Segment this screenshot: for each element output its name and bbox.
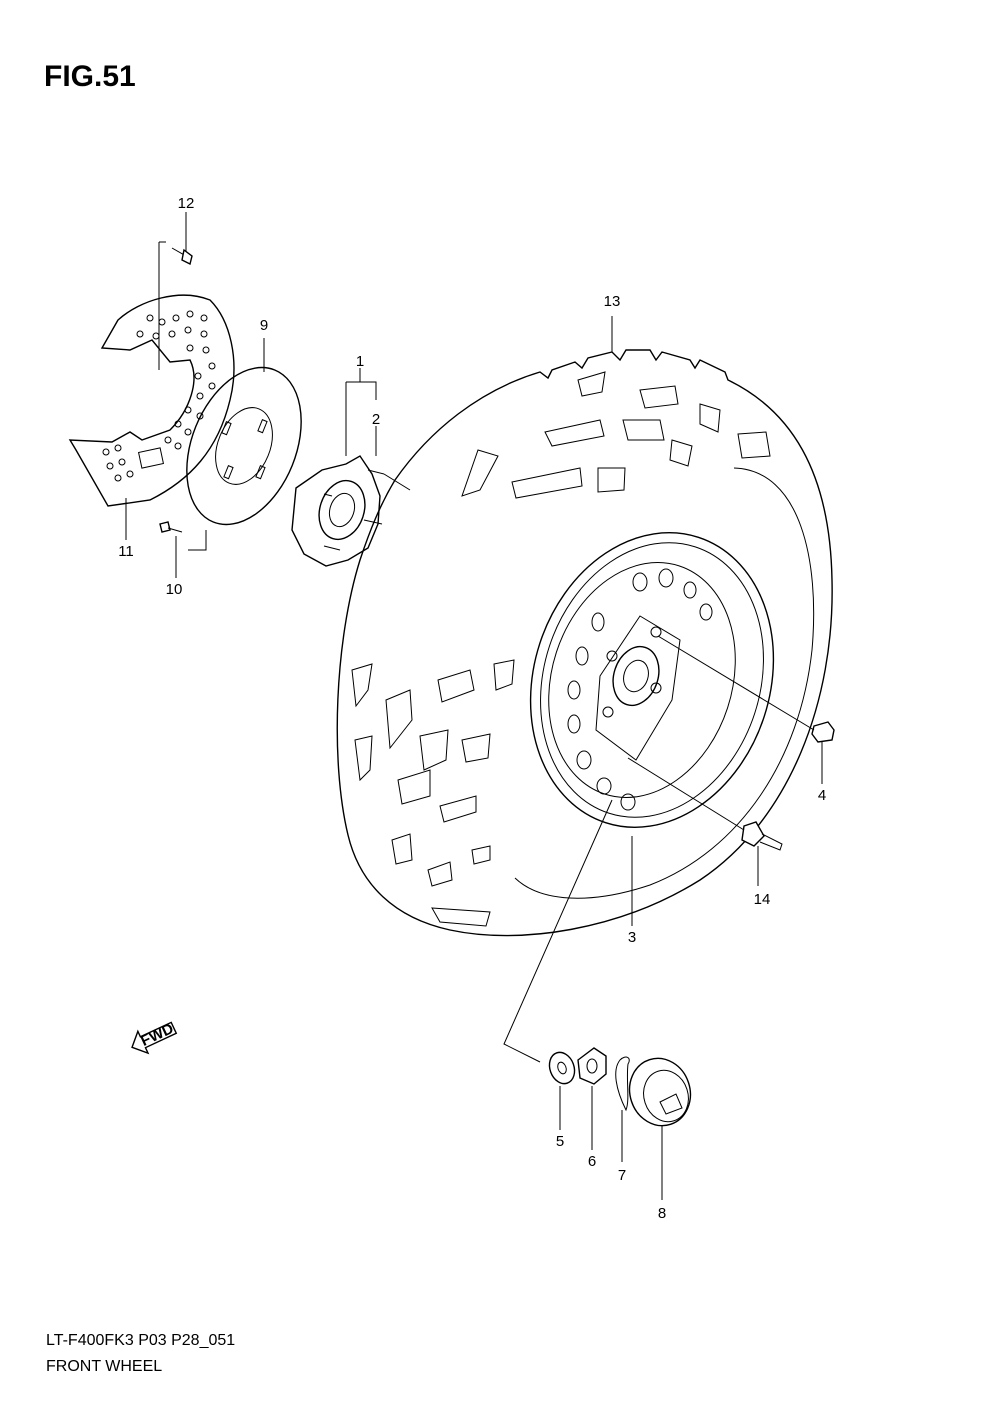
axle-hardware-drawing xyxy=(503,799,692,1127)
figure-title: FIG.51 xyxy=(44,60,136,93)
callout-3: 3 xyxy=(628,929,636,946)
leader-lines xyxy=(125,212,823,1200)
callout-14: 14 xyxy=(754,891,771,908)
callout-4: 4 xyxy=(818,787,826,804)
callout-1: 1 xyxy=(356,353,364,370)
wheel-rim-drawing xyxy=(529,532,775,828)
tire-drawing xyxy=(336,349,833,937)
callout-9: 9 xyxy=(260,317,268,334)
callout-8: 8 xyxy=(658,1205,666,1222)
brake-disc-drawing xyxy=(186,366,302,526)
callout-labels: 1 2 3 4 5 6 7 8 9 10 11 12 13 14 xyxy=(118,195,826,1222)
callout-13: 13 xyxy=(604,293,621,310)
callout-6: 6 xyxy=(588,1153,596,1170)
hub-drawing xyxy=(291,381,411,567)
callout-7: 7 xyxy=(618,1167,626,1184)
callout-2: 2 xyxy=(372,411,380,428)
callout-10: 10 xyxy=(166,581,183,598)
figure-code: LT-F400FK3 P03 P28_051 xyxy=(46,1332,236,1349)
callout-12: 12 xyxy=(178,195,195,212)
disc-cover-drawing xyxy=(68,294,235,507)
disc-bolt-drawing xyxy=(159,521,207,551)
callout-5: 5 xyxy=(556,1133,564,1150)
cover-bolt-drawing xyxy=(158,241,193,370)
wheel-nut-drawing xyxy=(657,635,835,743)
valve-drawing xyxy=(627,757,783,851)
fwd-arrow-label: FWD xyxy=(138,1020,176,1050)
figure-name: FRONT WHEEL xyxy=(46,1358,163,1375)
callout-11: 11 xyxy=(118,543,134,560)
fwd-arrow: FWD xyxy=(131,1020,178,1055)
